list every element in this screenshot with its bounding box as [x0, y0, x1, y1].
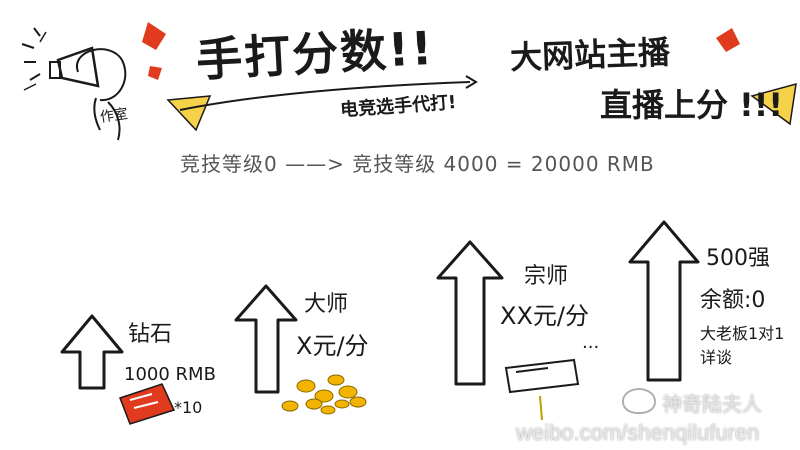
tier-diamond-name: 钻石: [128, 322, 173, 347]
arrow-up-icon: [628, 220, 700, 382]
price-formula: 竞技等级0 ——> 竞技等级 4000 = 20000 RMB: [180, 152, 655, 176]
tier-diamond-extra: *10: [174, 398, 203, 417]
weibo-logo-icon: [622, 388, 656, 414]
sub-title: 电竞选手代打!: [339, 91, 457, 122]
tier-top500-note: 大老板1对1详谈: [700, 324, 785, 367]
tier-master-price: X元/分: [296, 332, 369, 360]
gold-coins-icon: [281, 374, 367, 415]
right-title-line1: 大网站主播: [509, 33, 671, 77]
watermark-handle: 神奇陆夫人: [662, 394, 762, 416]
tier-grandmaster-name: 宗师: [524, 264, 569, 289]
tier-top500-price: 余额:0: [700, 288, 766, 313]
banknote-icon: [119, 383, 176, 425]
arrow-up-icon: [234, 284, 298, 394]
tier-diamond-price: 1000 RMB: [124, 364, 216, 385]
tier-master-name: 大师: [304, 292, 349, 317]
arrow-up-icon: [436, 240, 504, 386]
right-title-line2: 直播上分 !!!: [600, 86, 783, 124]
watermark-url: weibo.com/shenqilufuren: [516, 420, 760, 445]
studio-mark: 作室: [99, 106, 129, 126]
empty-wallet-icon: [504, 358, 580, 421]
main-title: 手打分数!!: [194, 20, 436, 88]
tier-grandmaster-extra: ...: [582, 332, 600, 353]
tier-grandmaster-price: XX元/分: [500, 302, 589, 330]
arrow-up-icon: [60, 314, 124, 390]
tier-top500-name: 500强: [706, 246, 770, 271]
